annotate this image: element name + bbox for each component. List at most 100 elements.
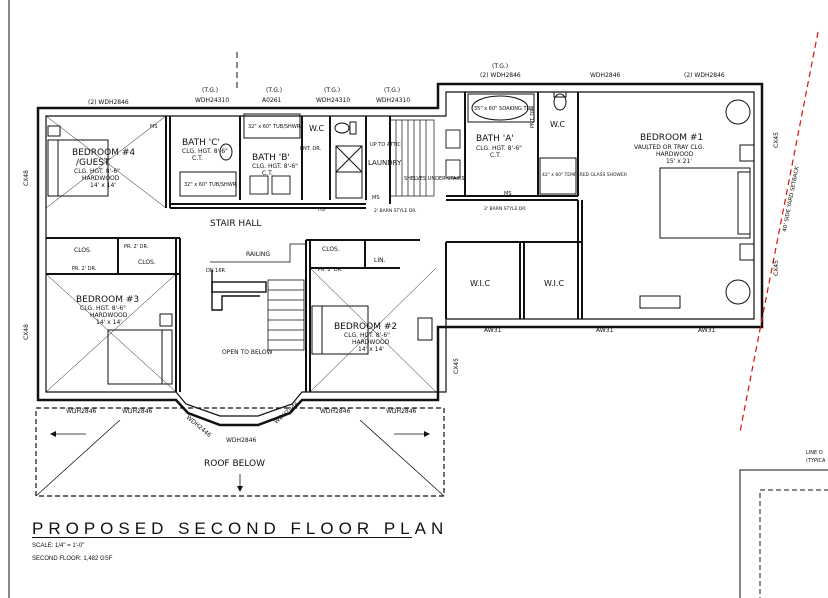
tub-fixtures [179, 93, 577, 197]
bedroom4-note1: CLG. HGT. 8'-6" [74, 168, 120, 175]
window-top3-tag: (T.G.) [266, 87, 282, 94]
tub2-label: 32" x 60" TUB/SHWR. [184, 182, 238, 188]
bath-b-note1: CLG. HGT. 8'-6" [252, 163, 298, 170]
title-underline [32, 537, 412, 538]
bedroom1-dims: 15' x 21' [666, 158, 692, 165]
shelves-label: SHELVES UNDER STAIRS [404, 176, 465, 182]
laundry-label: LAUNDRY [368, 159, 402, 167]
bath-b-note2: C.T. [262, 170, 273, 177]
lin-label: LIN. [374, 257, 386, 264]
window-aw3: AW31 [698, 327, 716, 334]
ms1-label: MS [150, 124, 158, 130]
window-bot2: WDH2846 [122, 408, 153, 415]
window-top8: (2) WDH2846 [684, 72, 725, 79]
pr-dr1-label: PR. 2' DR. [72, 266, 97, 272]
pnt-dr-a: PNT. DR. [530, 106, 536, 128]
window-bot4: WDH2846 [226, 437, 257, 444]
railing-label: RAILING [246, 251, 270, 258]
pr-dr2-label: PR. 2' DR. [124, 244, 149, 250]
toilet-icons [219, 91, 567, 161]
sink-icons [249, 129, 461, 195]
window-bot5: WDH2446 [273, 401, 301, 426]
tub1-label: 32" x 60" TUB/SHWR. [248, 124, 302, 130]
soaking-tub-label: 35" x 60" SOAKING TUB [474, 106, 534, 112]
bedroom4-note2: HARDWOOD [82, 175, 120, 182]
pr-dr3-label: PR. 2' DR. [318, 267, 343, 273]
window-top4-tag: (T.G.) [324, 87, 340, 94]
clos2-label: CLOS. [138, 259, 156, 266]
area-note: SECOND FLOOR: 1,482 GSF [32, 556, 113, 562]
bath-a-note2: C.T. [490, 152, 501, 159]
open-below-label: OPEN TO BELOW [222, 349, 273, 356]
bedroom1-note2: HARDWOOD [656, 151, 694, 158]
bedroom3-note2: HARDWOOD [90, 312, 128, 319]
bedroom4-furniture [47, 125, 109, 197]
dn-label: DN 16R [206, 268, 226, 274]
barn2-label: 2' BARN STYLE DR. [484, 206, 527, 212]
window-top2-tag: (T.G.) [202, 87, 218, 94]
shower-label: 42" x 60" TEMPERED GLASS SHOWER [542, 172, 627, 178]
window-aw1: AW31 [484, 327, 502, 334]
window-top2: WDH24310 [195, 97, 229, 104]
window-top3: A0261 [262, 97, 282, 104]
bedroom2-name: BEDROOM #2 [334, 322, 397, 332]
bedroom1-furniture [639, 99, 755, 309]
bath-a-name: BATH 'A' [476, 134, 514, 144]
setback-line [739, 31, 819, 433]
wic2-label: W.I.C [544, 279, 564, 288]
wic1-label: W.I.C [470, 279, 490, 288]
typical-label: (TYPICA [806, 458, 826, 464]
roof-below-label: ROOF BELOW [204, 459, 265, 469]
attic-stair [389, 119, 435, 197]
window-bot6: WDH2846 [320, 408, 351, 415]
bedroom3-note1: CLG. HGT. 8'-6" [80, 305, 126, 312]
ceiling-lines [45, 115, 437, 393]
bedroom2-furniture [311, 305, 433, 355]
window-cx-left1: CX48 [23, 170, 30, 186]
window-bot7: WDH2846 [386, 408, 417, 415]
hs-label: HS [318, 207, 325, 213]
bath-a-note1: CLG. HGT. 8'-6" [476, 145, 522, 152]
bath-c-note2: C.T. [192, 155, 203, 162]
bedroom2-note1: CLG. HGT. 8'-6" [344, 332, 390, 339]
adjacent-detail [739, 469, 828, 598]
window-cx-left2: CX48 [23, 324, 30, 340]
bedroom2-note2: HARDWOOD [352, 339, 390, 346]
bath-b-name: BATH 'B' [252, 153, 290, 163]
line-of-label: LINE O [806, 450, 823, 456]
window-bot1: WDH2846 [66, 408, 97, 415]
bath-c-note1: CLG. HGT. 8'-6" [182, 148, 228, 155]
window-aw2: AW31 [596, 327, 614, 334]
bedroom3-dims: 14' x 14' [96, 319, 122, 326]
bedroom4-name: BEDROOM #4 [72, 148, 135, 158]
exterior-walls [36, 82, 764, 427]
stair-run [210, 243, 306, 351]
stair-hall-label: STAIR HALL [210, 219, 261, 229]
wc-a: W.C [550, 120, 566, 129]
window-top1: (2) WDH2846 [88, 99, 129, 106]
plan-title: PROPOSED SECOND FLOOR PLAN [32, 519, 449, 538]
barn1-label: 2' BARN STYLE DR. [374, 208, 417, 214]
window-cx-right2: CX45 [773, 260, 780, 276]
window-cx-b2: CX45 [453, 358, 460, 374]
laundry-units [335, 145, 363, 199]
bedroom3-name: BEDROOM #3 [76, 295, 139, 305]
wc-mid: W.C [309, 124, 325, 133]
window-top6: (2) WDH2846 [480, 72, 521, 79]
bedroom4-dims: 14' x 14' [90, 182, 116, 189]
clos3-label: CLOS. [322, 246, 340, 253]
bedroom1-name: BEDROOM #1 [640, 133, 703, 143]
roof-below [35, 52, 445, 497]
window-cx-right1: CX45 [773, 132, 780, 148]
window-top4: WDH24310 [316, 97, 350, 104]
bedroom4-sub: /GUEST [76, 158, 110, 168]
ms3-label: MS [504, 191, 512, 197]
attic-label: UP TO ATTIC [370, 142, 401, 148]
interior-walls [46, 92, 583, 392]
pnt-dr-label: PNT. DR. [300, 146, 322, 152]
bedroom1-note1: VAULTED OR TRAY CLG. [634, 144, 704, 151]
window-top7: WDH2846 [590, 72, 621, 79]
bath-c-name: BATH 'C' [182, 138, 220, 148]
ms2-label: MS [372, 195, 380, 201]
